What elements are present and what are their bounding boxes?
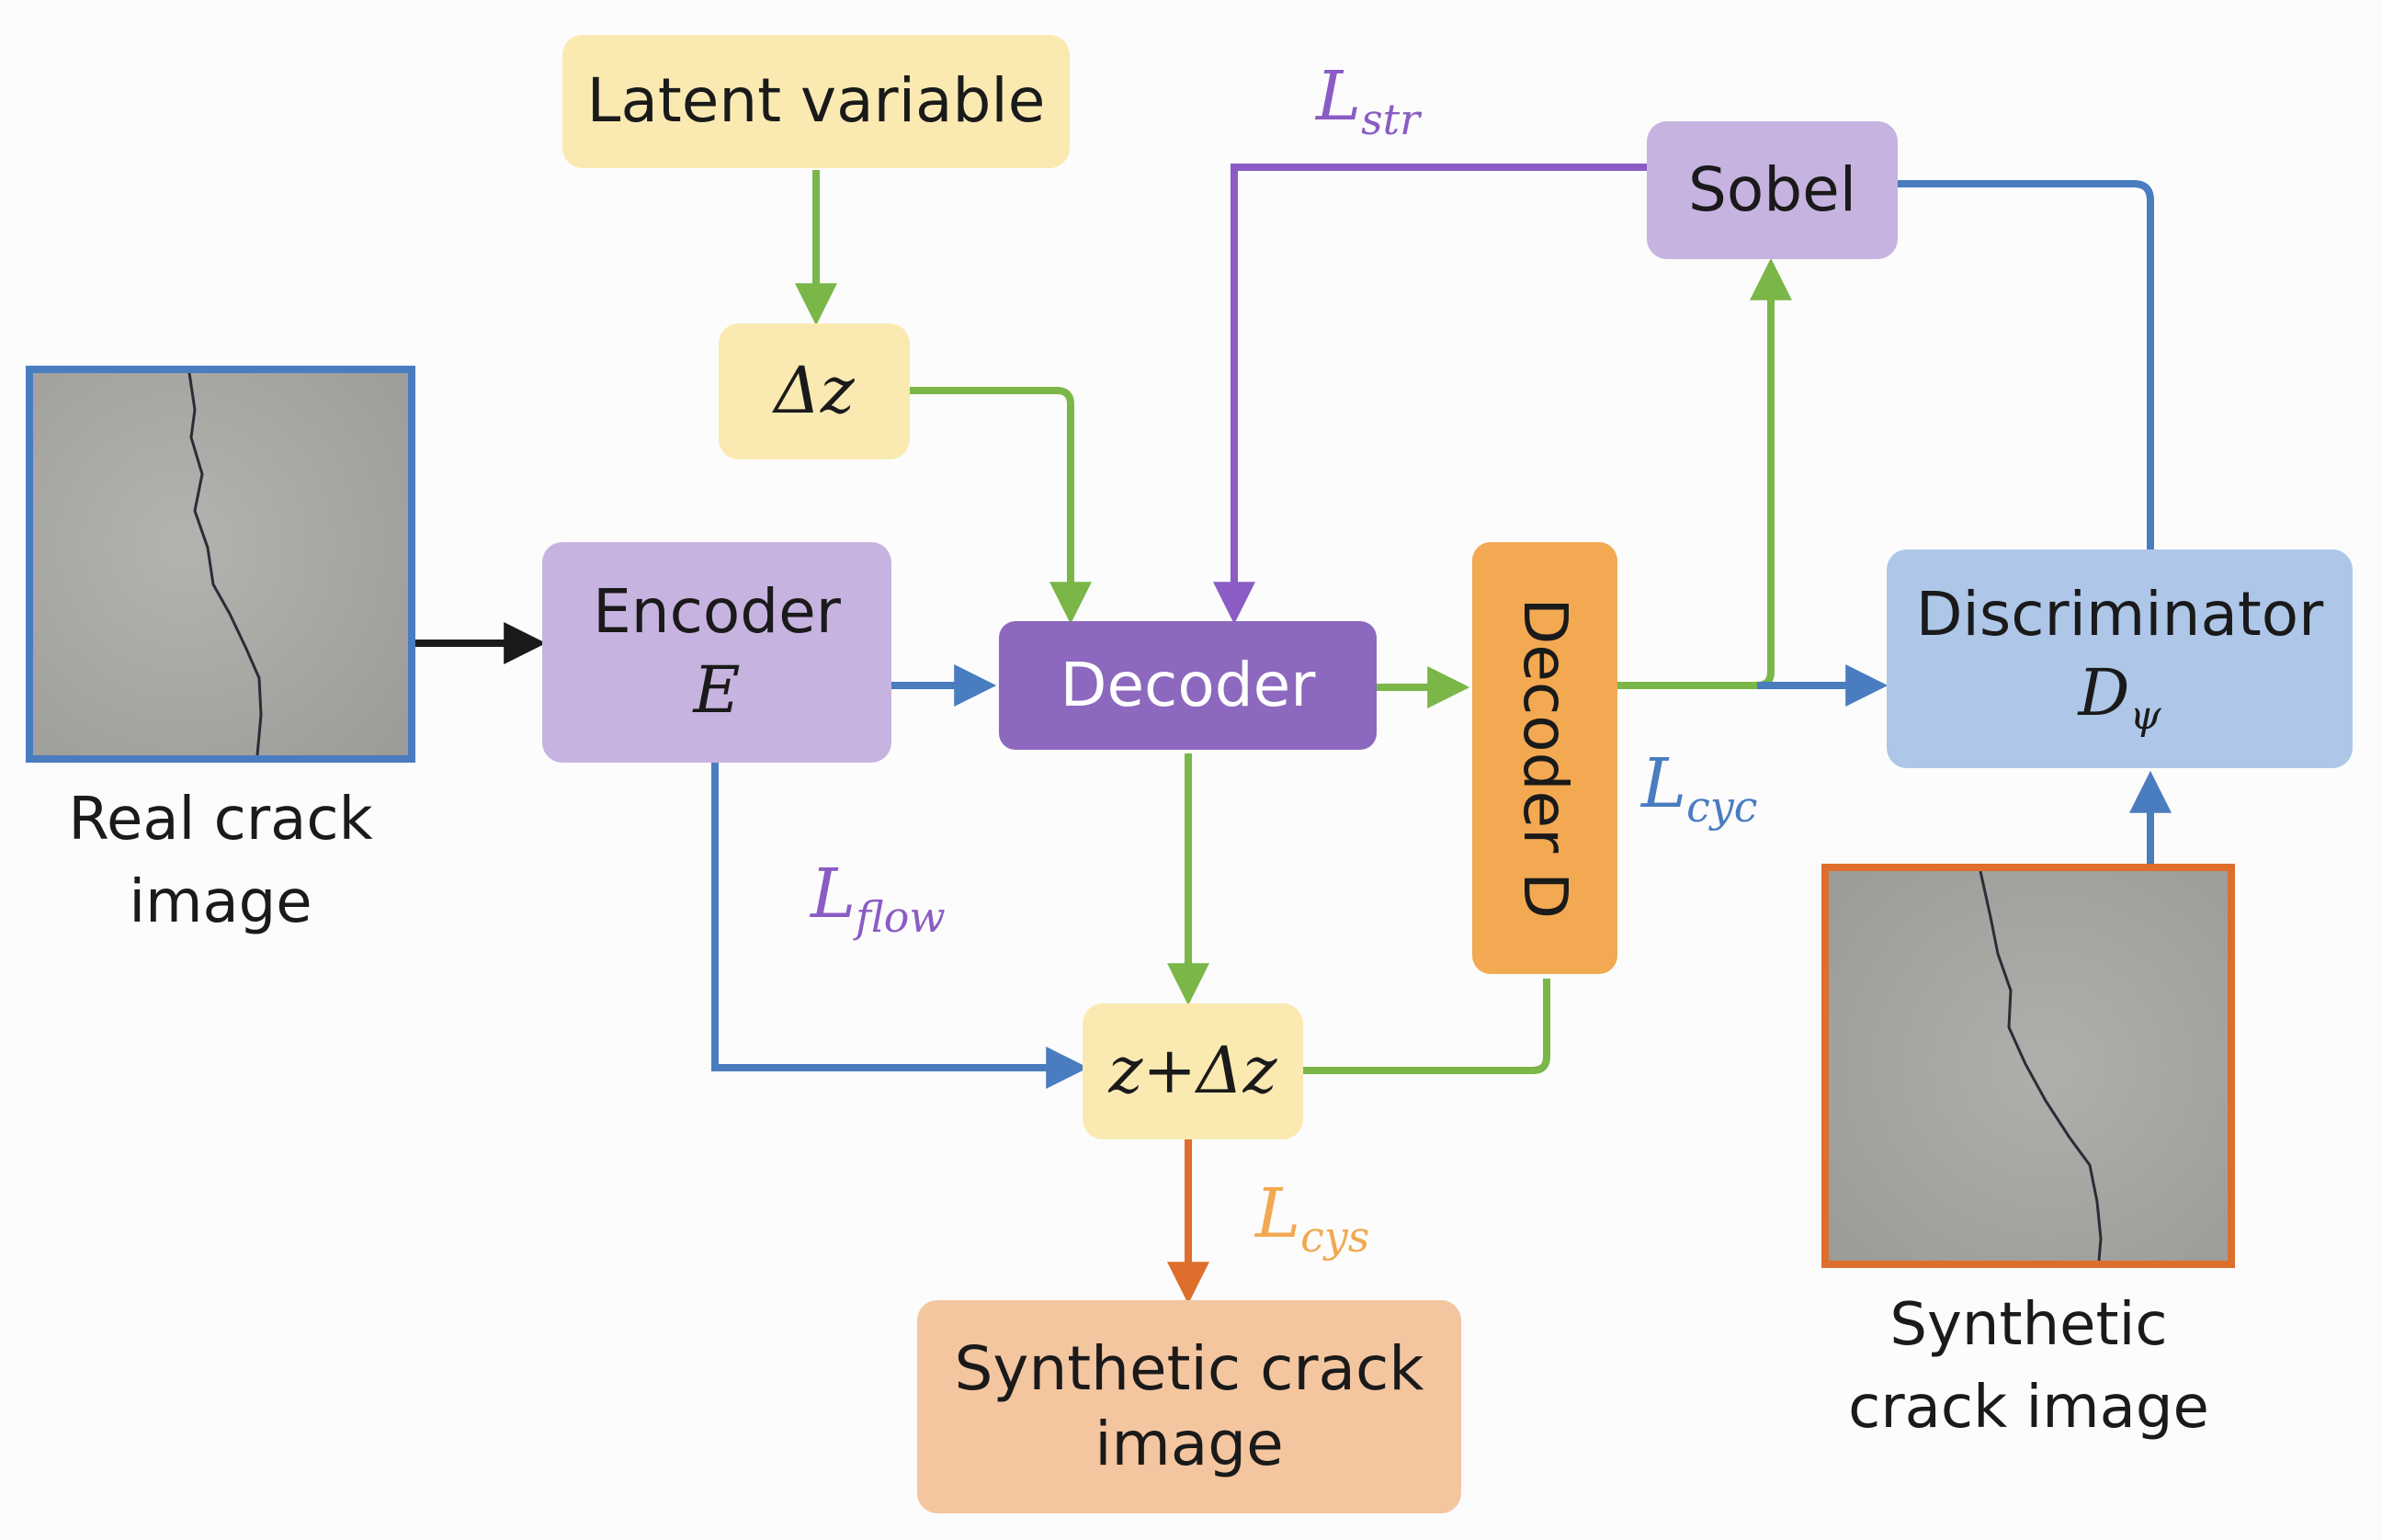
decoder-d-box: Decoder D	[1472, 542, 1617, 974]
synthetic-crack-image	[1821, 864, 2235, 1268]
delta-z-label: Δz	[774, 353, 855, 429]
crack-line	[1979, 871, 2103, 1261]
loss-flow-label: Lflow	[811, 855, 946, 943]
sobel-box: Sobel	[1647, 121, 1898, 259]
z-plus-delta-z-label: z+Δz	[1108, 1033, 1277, 1109]
discriminator-label: Discriminator	[1915, 579, 2324, 651]
encoder-label: Encoder	[593, 576, 841, 647]
synthetic-crack-caption-line2: crack image	[1848, 1373, 2209, 1442]
line-decoder-d-to-zdz	[1303, 979, 1550, 1074]
line-sobel-to-discriminator	[1898, 180, 2154, 549]
real-crack-texture	[33, 373, 408, 755]
encoder-box: Encoder E	[542, 542, 891, 763]
synthetic-crack-caption-line1: Synthetic	[1889, 1291, 2168, 1359]
crack-line	[187, 373, 263, 755]
real-crack-caption-line2: image	[129, 867, 312, 936]
latent-variable-label: Latent variable	[586, 65, 1046, 137]
arrow-decoder-d-to-sobel	[1617, 257, 1792, 689]
discriminator-symbol-main: D	[2078, 654, 2130, 730]
arrow-sobel-to-decoder	[1213, 164, 1647, 625]
discriminator-symbol-sub: ψ	[2129, 692, 2161, 739]
encoder-symbol: E	[693, 651, 741, 728]
synthetic-output-line2: image	[1095, 1409, 1284, 1479]
z-plus-delta-z-box: z+Δz	[1083, 1003, 1303, 1139]
loss-cys-label: Lcys	[1255, 1174, 1370, 1263]
discriminator-symbol: Dψ	[2078, 653, 2161, 741]
synthetic-output-line1: Synthetic crack	[954, 1332, 1424, 1404]
synthetic-crack-caption: Synthetic crack image	[1801, 1285, 2256, 1449]
loss-str-label: Lstr	[1316, 57, 1421, 145]
decoder-label: Decoder	[1060, 649, 1316, 720]
decoder-box: Decoder	[999, 621, 1377, 750]
decoder-d-label: Decoder D	[1510, 597, 1582, 919]
arrow-encoder-to-zdz	[711, 763, 1089, 1089]
loss-cyc-label: Lcyc	[1641, 744, 1758, 832]
sobel-label: Sobel	[1687, 153, 1857, 225]
synthetic-crack-texture	[1829, 871, 2228, 1261]
real-crack-image	[26, 366, 415, 763]
synthetic-output-box: Synthetic crack image	[917, 1300, 1461, 1513]
delta-z-box: Δz	[719, 323, 910, 459]
real-crack-caption: Real crack image	[28, 779, 414, 944]
discriminator-box: Discriminator Dψ	[1887, 549, 2353, 768]
arrow-dz-to-decoder	[910, 387, 1092, 625]
real-crack-caption-line1: Real crack	[68, 786, 373, 854]
latent-variable-box: Latent variable	[562, 35, 1070, 168]
